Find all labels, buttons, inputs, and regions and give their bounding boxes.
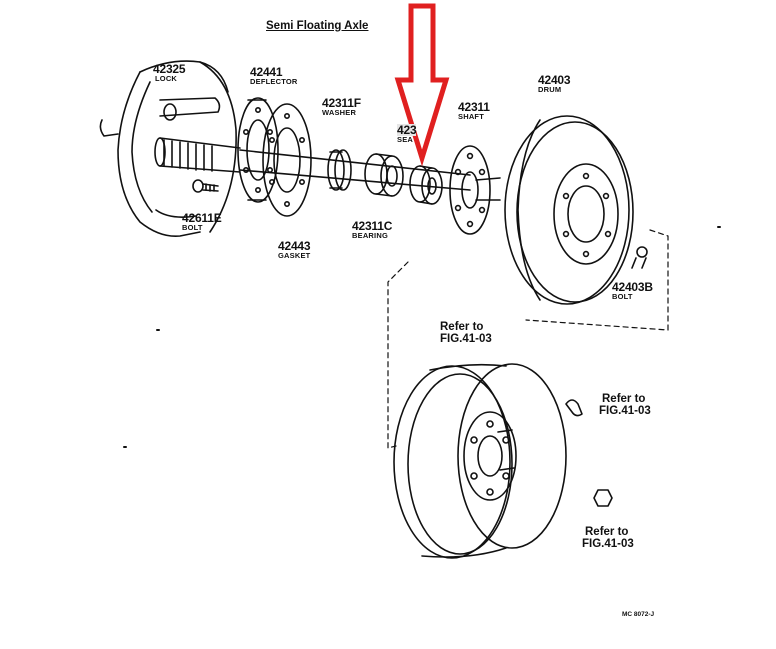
bearing-icon xyxy=(364,153,404,197)
part-label-washer: 42311F WASHER xyxy=(322,96,361,117)
valve-clip-icon xyxy=(565,399,583,417)
reference-note-nut: Refer to FIG.41-03 xyxy=(582,526,634,551)
part-label-shaft: 42311 SHAFT xyxy=(458,100,490,121)
hub-flange-icon xyxy=(449,145,501,235)
bolt-icon xyxy=(192,179,219,193)
part-label-bolt: 42611E BOLT xyxy=(182,211,222,232)
reference-note-wheel: Refer to FIG.41-03 xyxy=(440,321,492,346)
deflector-ring-icon xyxy=(237,97,279,203)
part-label-bearing: 42311C BEARING xyxy=(352,219,393,240)
callout-frame xyxy=(387,229,669,449)
part-label-seal: 423 SEA xyxy=(397,123,417,144)
wheel-rim-icon xyxy=(393,363,567,559)
drum-bolt-icon xyxy=(631,246,648,269)
part-label-drum: 42403 DRUM xyxy=(538,73,571,94)
part-label-gasket: 42443 GASKET xyxy=(278,239,311,260)
reference-note-valve: Refer to FIG.41-03 xyxy=(599,393,651,418)
gasket-icon xyxy=(262,103,312,217)
diagram-title: Semi Floating Axle xyxy=(266,20,369,32)
part-label-drum-bolt: 42403B BOLT xyxy=(612,280,653,301)
oil-seal-icon xyxy=(409,165,443,205)
washer-icon xyxy=(327,149,352,191)
lug-nut-icon xyxy=(593,489,613,507)
brake-drum-icon xyxy=(504,115,634,305)
backing-plate-icon xyxy=(99,60,237,238)
part-label-deflector: 42441 DEFLECTOR xyxy=(250,65,298,86)
figure-code: MC 8072-J xyxy=(622,611,655,618)
part-label-lock: 42325 LOCK xyxy=(153,62,186,83)
down-arrow-icon xyxy=(394,3,450,167)
